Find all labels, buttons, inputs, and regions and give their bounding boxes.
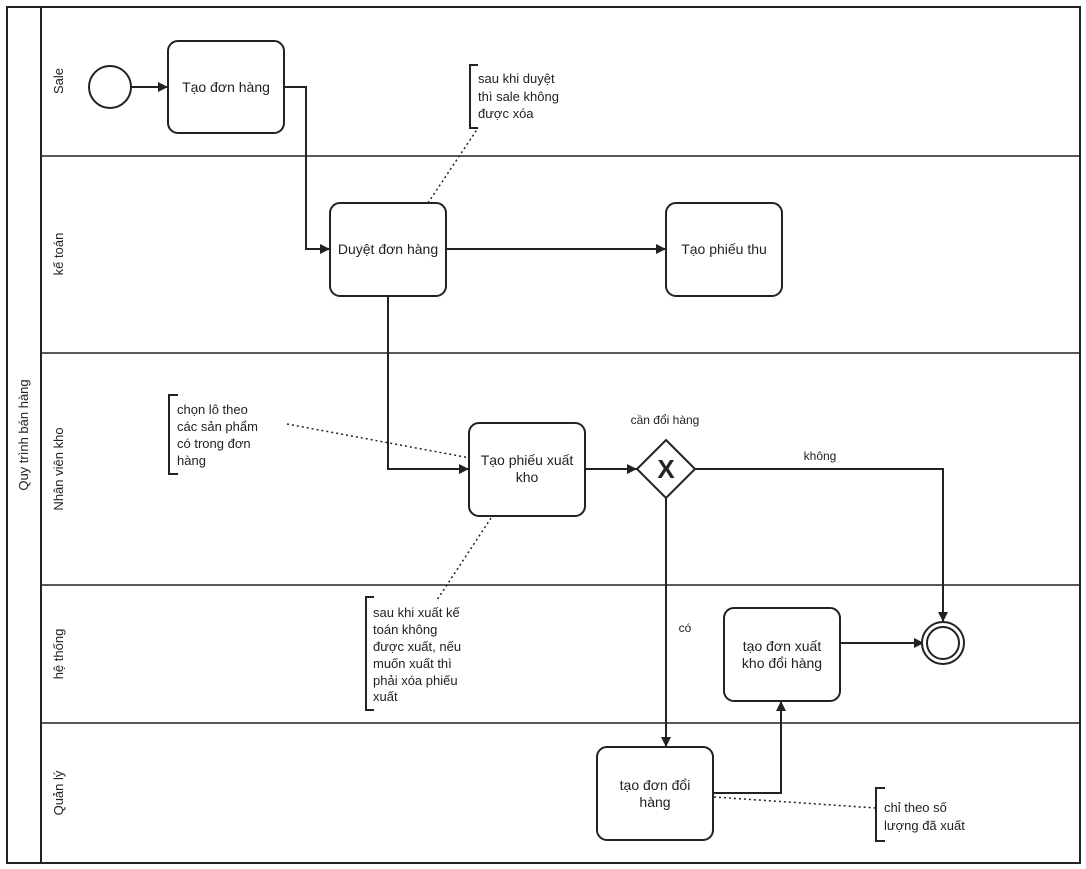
- flow-create-order-to-approve: [284, 86, 330, 254]
- lane-dividers: [41, 155, 1080, 724]
- task-create-exchange-order-line-1: tạo đơn đổi: [620, 777, 691, 793]
- delivery-note-line-4: muốn xuất thì: [373, 656, 452, 671]
- delivery-note-line-5: phải xóa phiếu: [373, 673, 458, 688]
- task-create-exchange-delivery[interactable]: tạo đơn xuất kho đổi hàng: [723, 607, 841, 702]
- end-event[interactable]: [921, 621, 965, 665]
- flow-approve-to-delivery: [387, 296, 469, 474]
- batch-note-line-3: có trong đơn: [177, 436, 251, 451]
- flow-label-no: không: [804, 449, 837, 463]
- annotation-batch-note: chọn lô theo các sản phẩm có trong đơn h…: [168, 394, 258, 475]
- task-create-delivery-line-1: Tạo phiếu xuất: [481, 452, 574, 468]
- quantity-note-line-2: lượng đã xuất: [884, 818, 965, 833]
- batch-note-line-2: các sản phẩm: [177, 419, 258, 434]
- delivery-note-line-2: toán không: [373, 622, 437, 637]
- batch-note-line-1: chọn lô theo: [177, 402, 248, 417]
- task-create-delivery-line-2: kho: [516, 469, 539, 485]
- delivery-note-line-1: sau khi xuất kế: [373, 605, 460, 620]
- annotation-delivery-note: sau khi xuất kế toán không được xuất, nế…: [365, 596, 461, 711]
- task-approve-order[interactable]: Duyệt đơn hàng: [329, 202, 447, 297]
- task-create-receipt[interactable]: Tạo phiếu thu: [665, 202, 783, 297]
- task-create-delivery[interactable]: Tạo phiếu xuất kho: [468, 422, 586, 517]
- lane-label-ketoan: kế toán: [51, 233, 66, 276]
- annotation-approve-note: sau khi duyệt thì sale không được xóa: [469, 64, 559, 129]
- annotation-quantity-note: chỉ theo số lượng đã xuất: [875, 787, 965, 842]
- task-create-receipt-text: Tạo phiếu thu: [681, 241, 767, 257]
- gateway-label: cần đổi hàng: [631, 413, 700, 427]
- task-create-order-text: Tạo đơn hàng: [182, 79, 270, 95]
- sequence-flows: [131, 82, 948, 794]
- association-approve-note: [427, 127, 479, 204]
- lane-label-kho: Nhân viên kho: [51, 427, 66, 510]
- quantity-note-line-1: chỉ theo số: [884, 800, 947, 815]
- association-batch-note: [286, 423, 471, 459]
- task-create-order[interactable]: Tạo đơn hàng: [167, 40, 285, 134]
- association-delivery-note: [436, 517, 492, 601]
- delivery-note-line-6: xuất: [373, 689, 398, 704]
- lane-label-quanly: Quản lý: [51, 770, 66, 815]
- approve-note-line-3: được xóa: [478, 106, 534, 121]
- approve-note-line-1: sau khi duyệt: [478, 71, 555, 86]
- flow-exchange-to-exchange-delivery: [713, 701, 786, 794]
- flow-gateway-no-to-end: [695, 468, 948, 622]
- exclusive-gateway[interactable]: X: [635, 438, 697, 500]
- lane-label-sale: Sale: [51, 68, 66, 94]
- batch-note-line-4: hàng: [177, 453, 206, 468]
- task-create-exchange-order[interactable]: tạo đơn đổi hàng: [596, 746, 714, 841]
- task-approve-order-text: Duyệt đơn hàng: [338, 241, 438, 257]
- lane-label-hethong: hệ thống: [51, 629, 66, 680]
- pool-label: Quy trình bán hàng: [16, 379, 31, 490]
- associations: [286, 127, 877, 809]
- task-create-exchange-order-line-2: hàng: [639, 794, 670, 810]
- task-create-exchange-delivery-line-1: tạo đơn xuất: [743, 638, 822, 654]
- delivery-note-line-3: được xuất, nếu: [373, 639, 461, 654]
- task-create-exchange-delivery-line-2: kho đổi hàng: [742, 655, 822, 671]
- association-quantity-note: [713, 796, 877, 809]
- gateway-x-icon: X: [657, 454, 675, 484]
- approve-note-line-2: thì sale không: [478, 89, 559, 104]
- flow-label-yes: có: [679, 621, 692, 635]
- start-event[interactable]: [88, 65, 132, 109]
